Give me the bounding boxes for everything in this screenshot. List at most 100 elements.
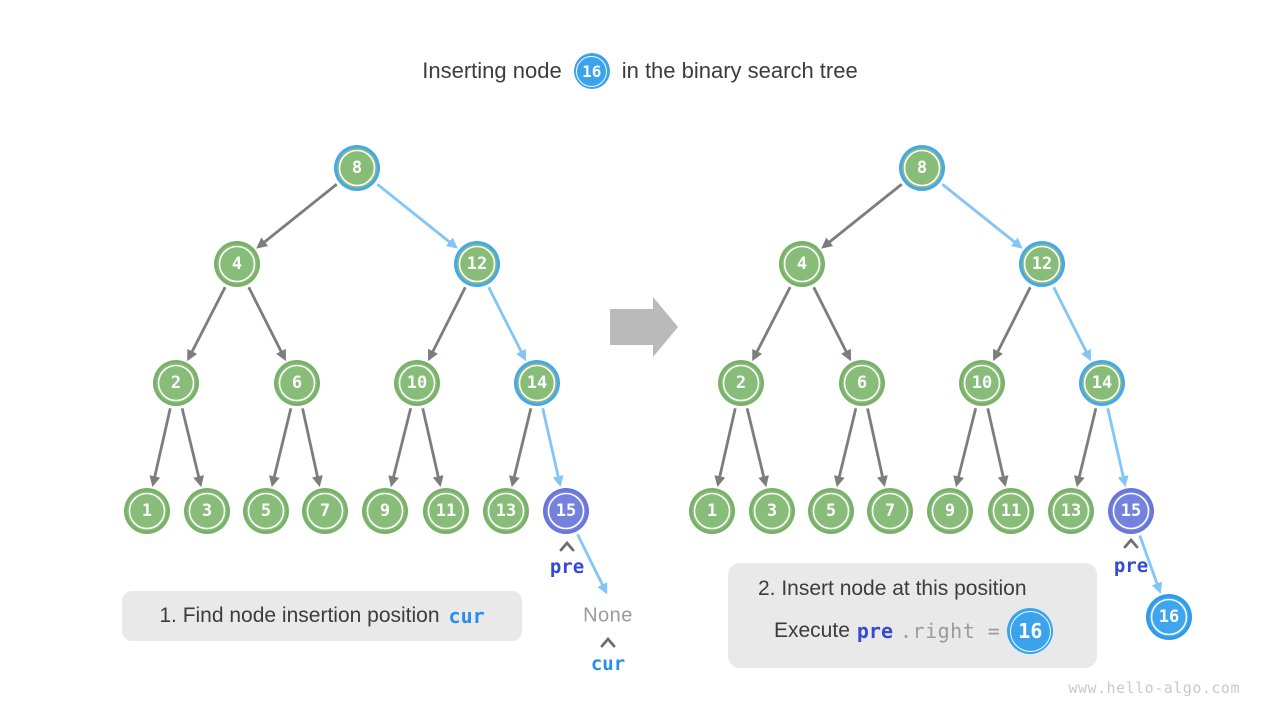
edge-6-7 (301, 408, 323, 488)
tree-node-value: 15 (556, 501, 576, 521)
tree-node-value: 7 (320, 501, 330, 521)
edge-14-15 (541, 408, 564, 488)
tree-node-value: 6 (857, 373, 867, 393)
none-label: None (583, 604, 633, 627)
page-title: Inserting node 16 in the binary search t… (0, 53, 1280, 89)
edge-12-10 (993, 286, 1032, 362)
edge-12-10 (428, 286, 467, 362)
step2-caption-line1: 2. Insert node at this position (758, 577, 1027, 600)
edge-4-6 (812, 286, 851, 362)
tree-node-value: 15 (1121, 501, 1141, 521)
tree-node-9: 9 (927, 488, 973, 534)
edge-14-15 (1106, 408, 1129, 488)
tree-node-value: 8 (917, 158, 927, 178)
tree-node-2: 2 (153, 360, 199, 406)
tree-node-value: 6 (292, 373, 302, 393)
edge-8-12 (376, 183, 458, 249)
tree-node-value: 12 (1032, 254, 1052, 274)
edge-2-1 (149, 408, 172, 488)
edge-10-11 (421, 408, 444, 488)
edge-4-2 (187, 286, 227, 362)
tree-node-6: 6 (839, 360, 885, 406)
caret-up-icon (1123, 537, 1139, 549)
tree-node-value: 2 (736, 373, 746, 393)
tree-node-value: 4 (797, 254, 807, 274)
tree-node-15: 15 (543, 488, 589, 534)
step1-cur-code: cur (448, 604, 485, 628)
tree-node-13: 13 (1048, 488, 1094, 534)
pre-pointer-label-right: pre (1113, 555, 1149, 577)
pre-pointer-label-left: pre (549, 556, 585, 578)
tree-node-value: 10 (972, 373, 992, 393)
tree-node-11: 11 (423, 488, 469, 534)
watermark: www.hello-algo.com (1068, 679, 1240, 697)
node-16-badge-value: 16 (582, 61, 602, 81)
tree-node-5: 5 (243, 488, 289, 534)
tree-node-value: 13 (1061, 501, 1081, 521)
tree-node-7: 7 (867, 488, 913, 534)
tree-node-8: 8 (334, 145, 380, 191)
step2-right-code: .right = (900, 619, 1001, 643)
edge-8-4 (256, 183, 338, 249)
tree-node-value: 1 (142, 501, 152, 521)
edge-14-13 (1074, 407, 1098, 488)
tree-node-10: 10 (959, 360, 1005, 406)
step2-node-16-badge: 16 (1007, 608, 1054, 654)
tree-node-8: 8 (899, 145, 945, 191)
tree-node-value: 5 (261, 501, 271, 521)
edge-12-14 (1052, 286, 1091, 362)
tree-node-value: 14 (527, 373, 547, 393)
step1-caption-text: 1. Find node insertion position (159, 604, 440, 627)
tree-node-2: 2 (718, 360, 764, 406)
tree-node-3: 3 (749, 488, 795, 534)
edge-15-none (576, 533, 608, 595)
edge-10-9 (953, 407, 978, 488)
tree-node-value: 2 (171, 373, 181, 393)
tree-node-12: 12 (1019, 241, 1065, 287)
tree-node-value: 7 (885, 501, 895, 521)
tree-node-3: 3 (184, 488, 230, 534)
step2-execute-text: Execute (774, 619, 850, 642)
tree-node-11: 11 (988, 488, 1034, 534)
edge-6-7 (866, 408, 888, 488)
tree-node-1: 1 (124, 488, 170, 534)
tree-node-value: 3 (767, 501, 777, 521)
edge-14-13 (509, 407, 533, 488)
edge-15-16 (1138, 535, 1163, 594)
edge-12-14 (487, 286, 526, 362)
tree-node-6: 6 (274, 360, 320, 406)
tree-node-value: 16 (1159, 607, 1179, 627)
tree-node-5: 5 (808, 488, 854, 534)
caret-up-icon (559, 540, 575, 552)
tree-node-15: 15 (1108, 488, 1154, 534)
edge-4-6 (247, 286, 286, 362)
edge-8-4 (821, 183, 903, 249)
tree-node-value: 3 (202, 501, 212, 521)
tree-node-16: 16 (1146, 594, 1192, 640)
title-text-after: in the binary search tree (621, 58, 858, 83)
edge-10-11 (986, 408, 1009, 488)
tree-node-9: 9 (362, 488, 408, 534)
tree-node-1: 1 (689, 488, 735, 534)
transition-arrow-icon (610, 297, 678, 357)
tree-node-value: 5 (826, 501, 836, 521)
edge-6-5 (269, 407, 293, 488)
tree-node-10: 10 (394, 360, 440, 406)
title-text-before: Inserting node (422, 58, 562, 83)
edge-2-3 (745, 407, 769, 488)
edge-8-12 (941, 183, 1023, 249)
tree-node-value: 13 (496, 501, 516, 521)
step2-caption-box: 2. Insert node at this position Execute … (728, 563, 1097, 668)
tree-node-value: 11 (1001, 501, 1021, 521)
tree-node-value: 1 (707, 501, 717, 521)
tree-node-value: 9 (945, 501, 955, 521)
tree-node-value: 8 (352, 158, 362, 178)
caret-up-icon (600, 636, 616, 648)
edge-2-3 (180, 407, 204, 488)
tree-node-value: 14 (1092, 373, 1112, 393)
tree-node-value: 9 (380, 501, 390, 521)
step2-caption-line2: Execute pre .right = 16 (774, 608, 1097, 654)
cur-pointer-label: cur (590, 653, 626, 675)
